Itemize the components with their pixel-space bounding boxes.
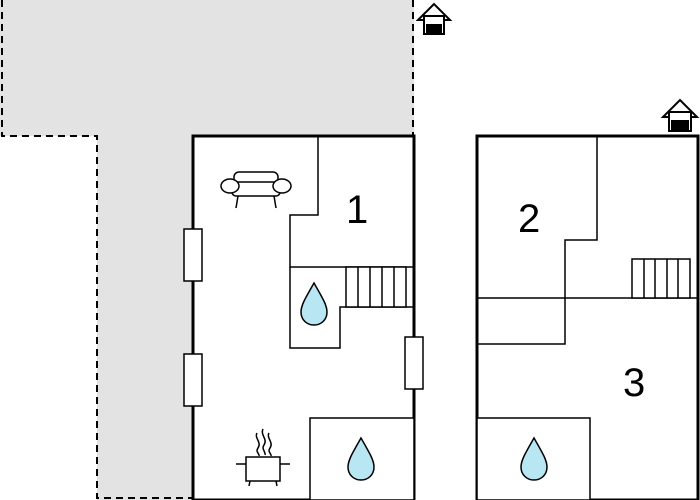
water-drop-icon	[347, 436, 375, 481]
staircase-icon	[631, 258, 691, 299]
room-label-1: 1	[346, 188, 368, 232]
building-left: 1	[183, 134, 424, 500]
window-icon	[183, 228, 203, 282]
room-1-wall	[289, 136, 414, 268]
staircase-icon	[345, 266, 407, 308]
water-drop-icon	[300, 281, 328, 326]
water-drop-icon	[520, 436, 548, 481]
entrance-icon	[415, 2, 453, 35]
outdoor-terrace	[0, 0, 414, 500]
terrace-dashed-outline	[1, 0, 193, 499]
terrace-fill	[0, 0, 414, 500]
room-label-2: 2	[518, 197, 540, 241]
window-icon	[183, 353, 203, 407]
room-label-3: 3	[623, 361, 645, 405]
sofa-icon	[220, 171, 292, 209]
window-icon	[404, 336, 424, 390]
hall-wall	[477, 298, 566, 345]
room-2-wall	[564, 136, 598, 298]
entrance-icon	[660, 98, 700, 132]
cooking-pot-icon	[236, 428, 290, 487]
building-right: 2 3	[475, 134, 700, 500]
